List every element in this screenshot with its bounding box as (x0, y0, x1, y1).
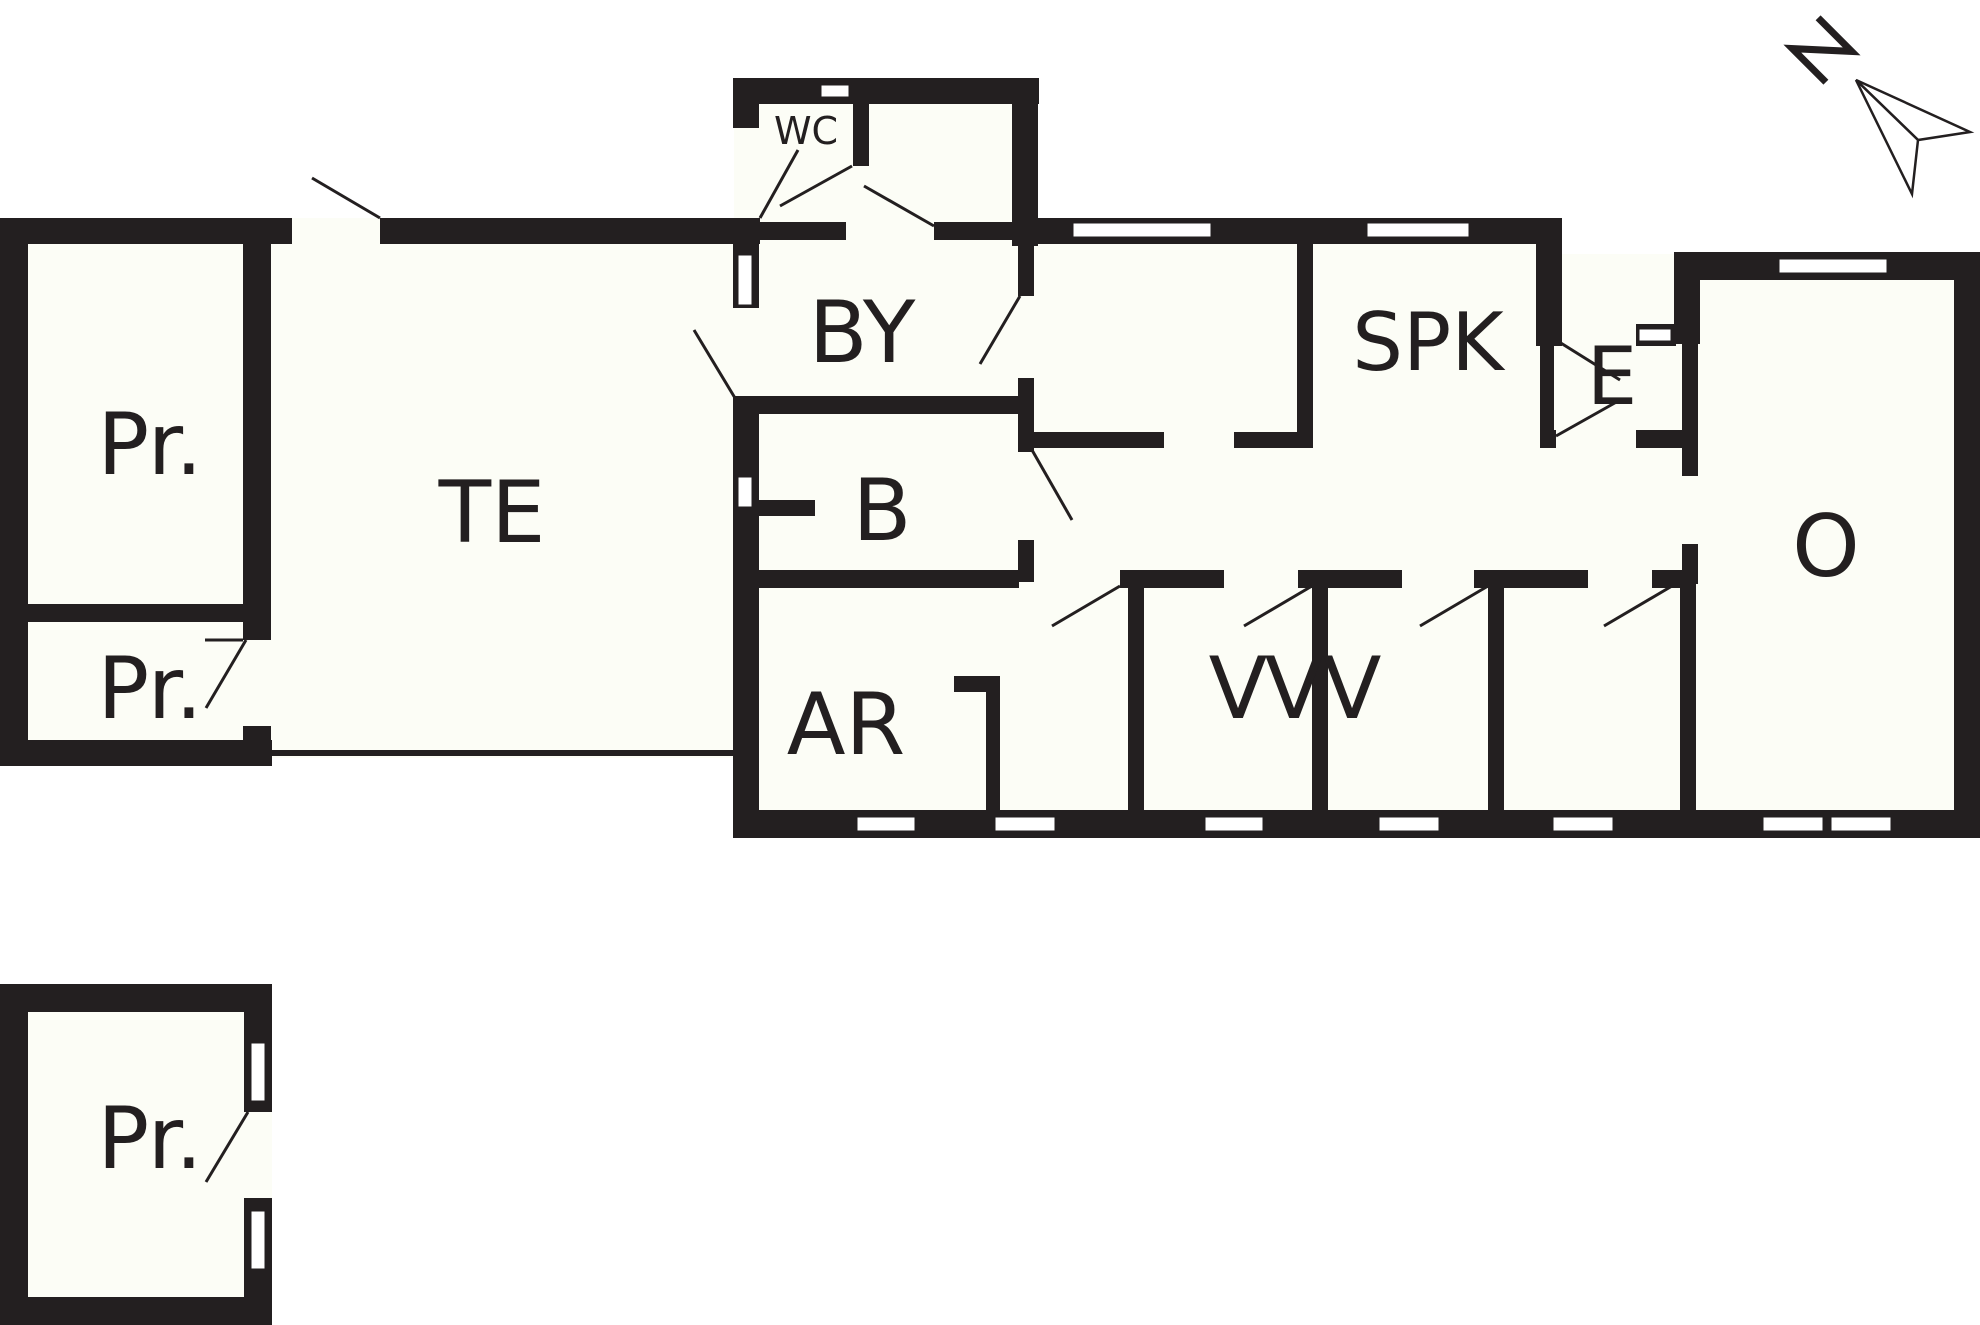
door-swing (1555, 338, 1621, 382)
compass (1783, 15, 1975, 199)
room-label-te: TE (438, 463, 546, 563)
door-swing (863, 184, 935, 228)
window (1376, 814, 1442, 834)
window (1776, 256, 1890, 276)
window (248, 1040, 268, 1104)
room-label-o: O (1792, 497, 1860, 597)
room-label-v2: V (1265, 639, 1324, 739)
room-label-by: BY (809, 283, 916, 383)
windows (735, 82, 1894, 834)
door-swing (204, 639, 248, 709)
door-openings (292, 218, 934, 244)
door-swing (978, 295, 1022, 365)
room-label-spk: SPK (1352, 296, 1506, 389)
door-swing (1030, 449, 1074, 521)
room-label-v3: V (1323, 639, 1382, 739)
room-label-wc: WC (774, 109, 838, 153)
window (1070, 220, 1214, 240)
door-swing (1419, 584, 1489, 628)
window (735, 474, 755, 510)
window (1760, 814, 1826, 834)
window (854, 814, 918, 834)
door-swing (692, 329, 737, 399)
door-swing (1603, 584, 1673, 628)
interior-walls (759, 240, 1698, 812)
door-swing (1555, 398, 1621, 438)
window (818, 82, 852, 100)
window (1828, 814, 1894, 834)
detached-building: Pr. (0, 984, 272, 1325)
room-label-pr-small: Pr. (97, 639, 202, 739)
room-label-v1: V (1209, 639, 1268, 739)
window (992, 814, 1058, 834)
window (1364, 220, 1472, 240)
main-house: Pr. Pr. TE WC BY B SPK E O AR V V V (0, 78, 1980, 838)
door-swing (779, 164, 853, 208)
door-swings (204, 149, 1673, 709)
window (248, 1208, 268, 1272)
window (1202, 814, 1266, 834)
door-swing (758, 149, 800, 219)
door-swing (311, 176, 381, 220)
outer-walls (0, 78, 1980, 838)
room-label-pr-top: Pr. (97, 395, 202, 495)
north-arrow-icon (1854, 78, 1975, 199)
room-labels: Pr. Pr. TE WC BY B SPK E O AR V V V (97, 109, 1859, 775)
window (1636, 326, 1674, 344)
window (1550, 814, 1616, 834)
room-label-e: E (1587, 330, 1638, 423)
room-label-b: B (853, 461, 912, 561)
door-swing (1051, 584, 1121, 628)
north-letter (1783, 15, 1861, 85)
door-swing (1243, 584, 1313, 628)
door-swing (204, 1111, 250, 1183)
room-label-pr-bottom: Pr. (97, 1089, 202, 1189)
window (735, 252, 755, 308)
room-label-ar: AR (787, 675, 906, 775)
